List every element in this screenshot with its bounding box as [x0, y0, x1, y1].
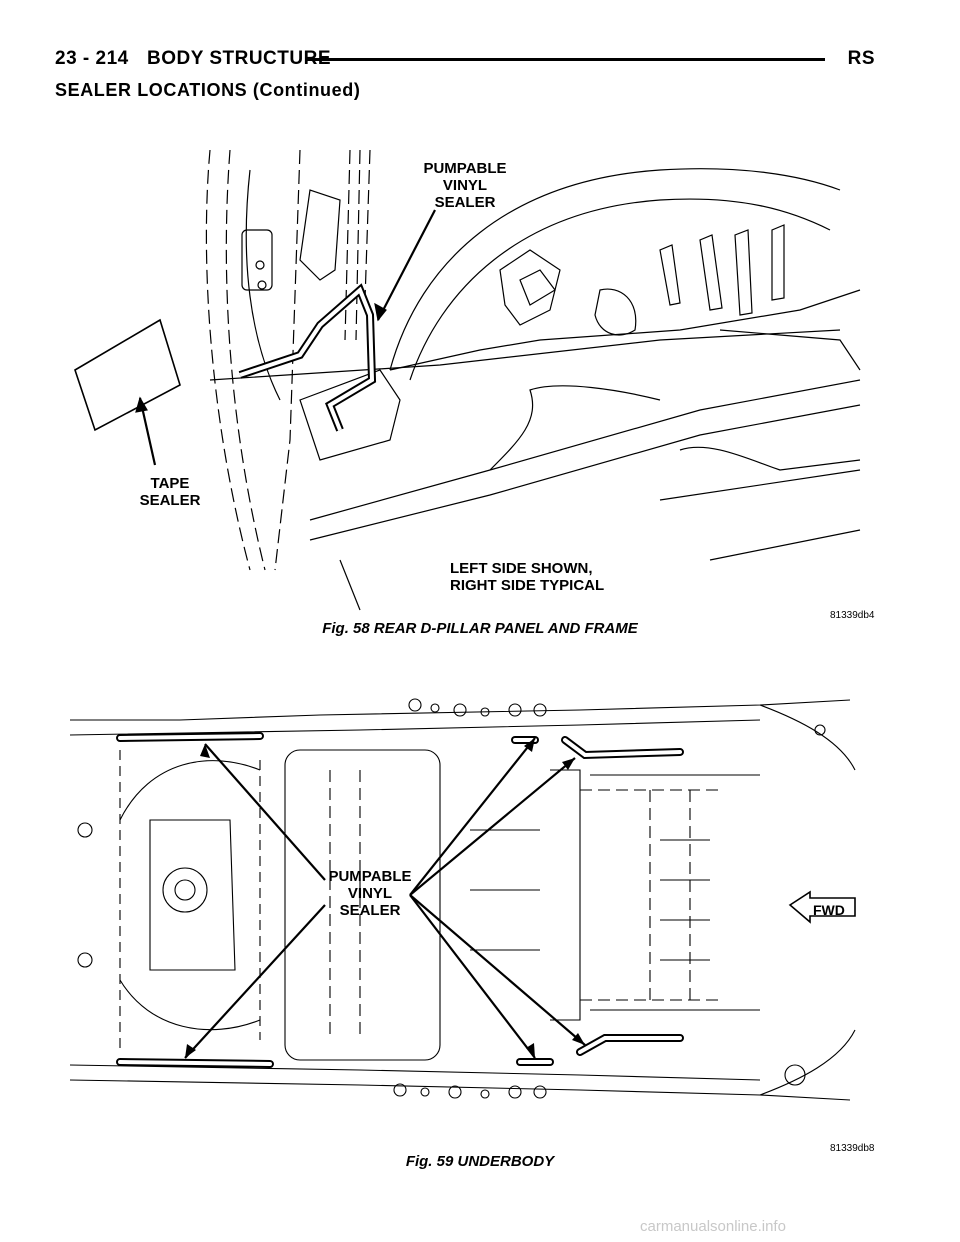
figure-58-caption: Fig. 58 REAR D-PILLAR PANEL AND FRAME [322, 620, 638, 637]
underbody-drawing [69, 698, 856, 1101]
watermark: carmanualsonline.info [640, 1218, 786, 1235]
header-rule [305, 58, 825, 61]
tape-sealer-callout: TAPE SEALER [120, 475, 220, 509]
page-header: 23 - 214 BODY STRUCTURE RS [55, 48, 875, 74]
side-note-text: LEFT SIDE SHOWN, RIGHT SIDE TYPICAL [450, 560, 605, 594]
figure-ref-code: 81339db8 [830, 1143, 875, 1154]
page-number: 23 - 214 [55, 48, 129, 69]
side-note: LEFT SIDE SHOWN, RIGHT SIDE TYPICAL [450, 560, 650, 594]
section-name: BODY STRUCTURE [147, 48, 331, 69]
section-title: SEALER LOCATIONS (Continued) [55, 80, 361, 100]
figure-59-caption: Fig. 59 UNDERBODY [405, 1153, 555, 1170]
callout-text: PUMPABLE VINYL SEALER [328, 868, 412, 919]
callout-text: PUMPABLE VINYL SEALER [423, 160, 507, 211]
figure-ref-code: 81339db4 [830, 610, 875, 621]
fwd-label: FWD [813, 902, 845, 918]
d-pillar-drawing [74, 149, 861, 611]
model-code: RS [847, 48, 875, 69]
figure-58-illustration: PUMPABLE VINYL SEALER TAPE SEALER LEFT S… [60, 140, 890, 621]
callout-text: TAPE SEALER [139, 475, 201, 509]
figure-59-illustration: PUMPABLE VINYL SEALER FWD 81339db8 [60, 680, 890, 1155]
pumpable-vinyl-sealer-callout: PUMPABLE VINYL SEALER [310, 868, 430, 919]
pumpable-vinyl-sealer-callout: PUMPABLE VINYL SEALER [390, 160, 540, 211]
